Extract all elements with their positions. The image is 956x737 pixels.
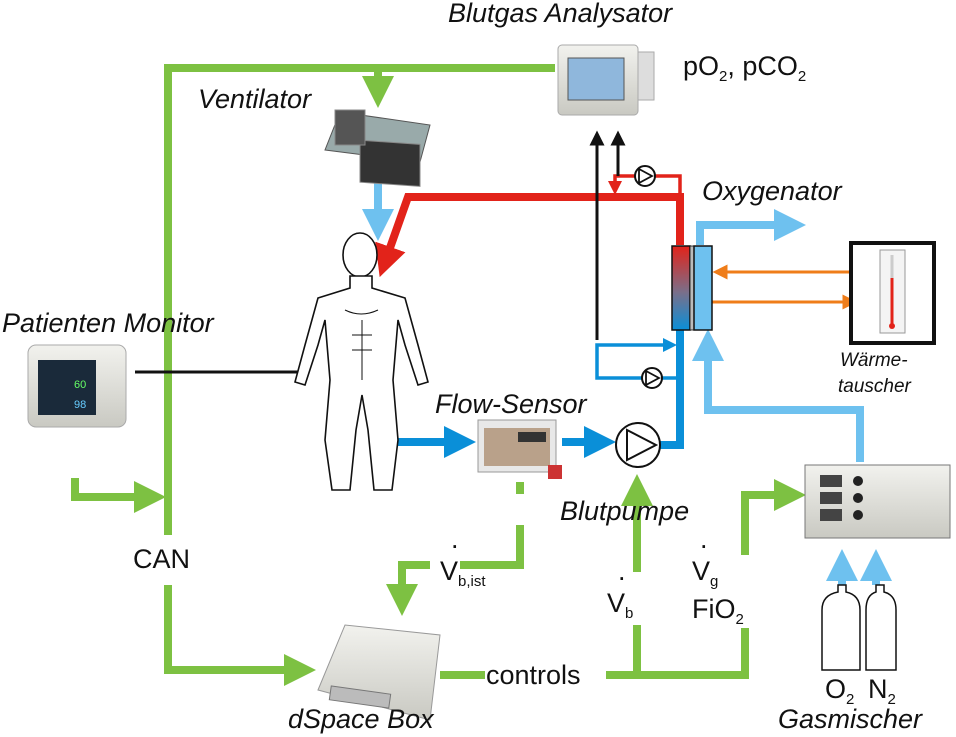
can-label: CAN (133, 544, 190, 574)
sample-lines (135, 130, 626, 374)
blood-pump (615, 422, 661, 468)
dot: . (451, 524, 459, 554)
svg-text:60: 60 (74, 379, 86, 391)
dspace-box-label: dSpace Box (288, 704, 435, 734)
flow-sensor-label: Flow-Sensor (435, 389, 588, 419)
gas-mixer-label: Gasmischer (778, 704, 923, 734)
svg-text:98: 98 (74, 399, 86, 411)
bypass-pump-blue (641, 367, 663, 389)
heat-exchanger-label-2: tauscher (838, 376, 912, 397)
heat-exchanger-label-1: Wärme- (840, 350, 908, 371)
vb-label: Vb (607, 588, 633, 622)
venous-blood-lines (395, 330, 684, 458)
o2-label: O2 (825, 674, 854, 708)
vg-label: Vg (692, 556, 718, 590)
dot: . (618, 556, 626, 586)
heat-lines (712, 264, 860, 310)
vb-ist-label: Vb,ist (440, 556, 486, 590)
arterial-blood-lines (375, 174, 684, 278)
flow-sensor-device (477, 419, 562, 479)
patient-monitor-device: 60 98 (27, 344, 127, 428)
gas-cylinders (821, 584, 897, 671)
blood-gas-analyzer-label: Blutgas Analysator (448, 0, 673, 28)
gas-mixer-device (804, 464, 951, 539)
ventilator-device (324, 109, 431, 187)
fio2-label: FiO2 (692, 594, 744, 628)
heat-exchanger (849, 241, 936, 345)
patient-monitor-label: Patienten Monitor (2, 308, 215, 338)
can-bus-lines (71, 64, 806, 686)
n2-label: N2 (868, 674, 896, 708)
oxygenator-label: Oxygenator (702, 176, 843, 206)
bypass-pump-red (634, 165, 656, 187)
dspace-box-device (317, 624, 441, 721)
patient-figure (294, 232, 429, 491)
gases-measured-label: pO2, pCO2 (683, 51, 806, 85)
oxygenator (671, 245, 713, 331)
dot: . (700, 524, 708, 554)
ventilator-label: Ventilator (198, 84, 312, 114)
controls-label: controls (486, 660, 581, 690)
blood-gas-analyzer-device (557, 44, 655, 116)
blood-pump-label: Blutpumpe (560, 496, 689, 526)
